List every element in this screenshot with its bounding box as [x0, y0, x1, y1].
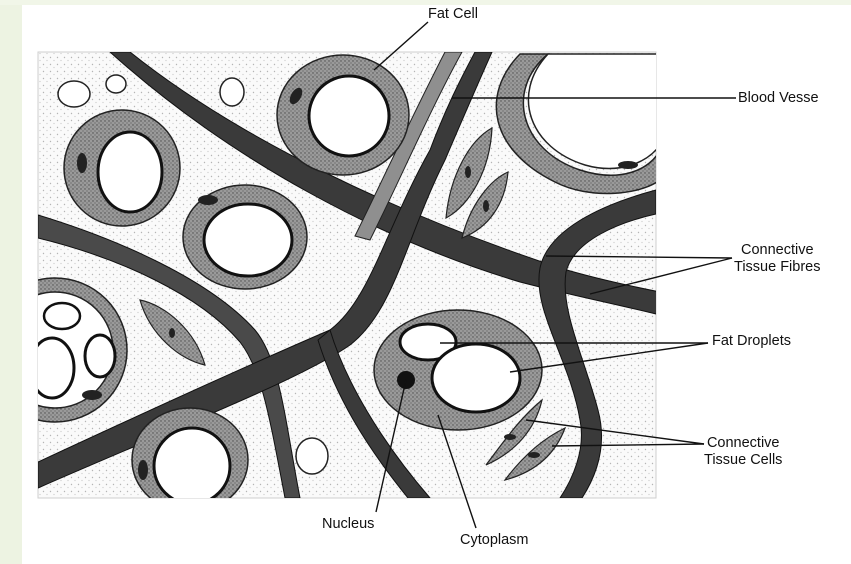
label-cells-line1: Connective [704, 435, 782, 452]
fat-cell-middle [183, 185, 307, 289]
fat-cell-top [277, 55, 409, 175]
label-fat-cell: Fat Cell [428, 6, 478, 23]
fat-cell-bottom [132, 408, 248, 512]
label-connective-tissue-fibres: Connective Tissue Fibres [734, 242, 820, 276]
label-fibres-line2: Tissue Fibres [734, 259, 820, 276]
label-connective-tissue-cells: Connective Tissue Cells [704, 435, 782, 469]
fat-cell-upper-left [64, 110, 180, 226]
label-nucleus: Nucleus [322, 516, 374, 533]
label-blood-vessel: Blood Vesse [738, 90, 819, 107]
label-cells-line2: Tissue Cells [704, 452, 782, 469]
label-fibres-line1: Connective [734, 242, 820, 259]
label-fat-droplets: Fat Droplets [712, 333, 791, 350]
label-cytoplasm: Cytoplasm [460, 532, 529, 549]
